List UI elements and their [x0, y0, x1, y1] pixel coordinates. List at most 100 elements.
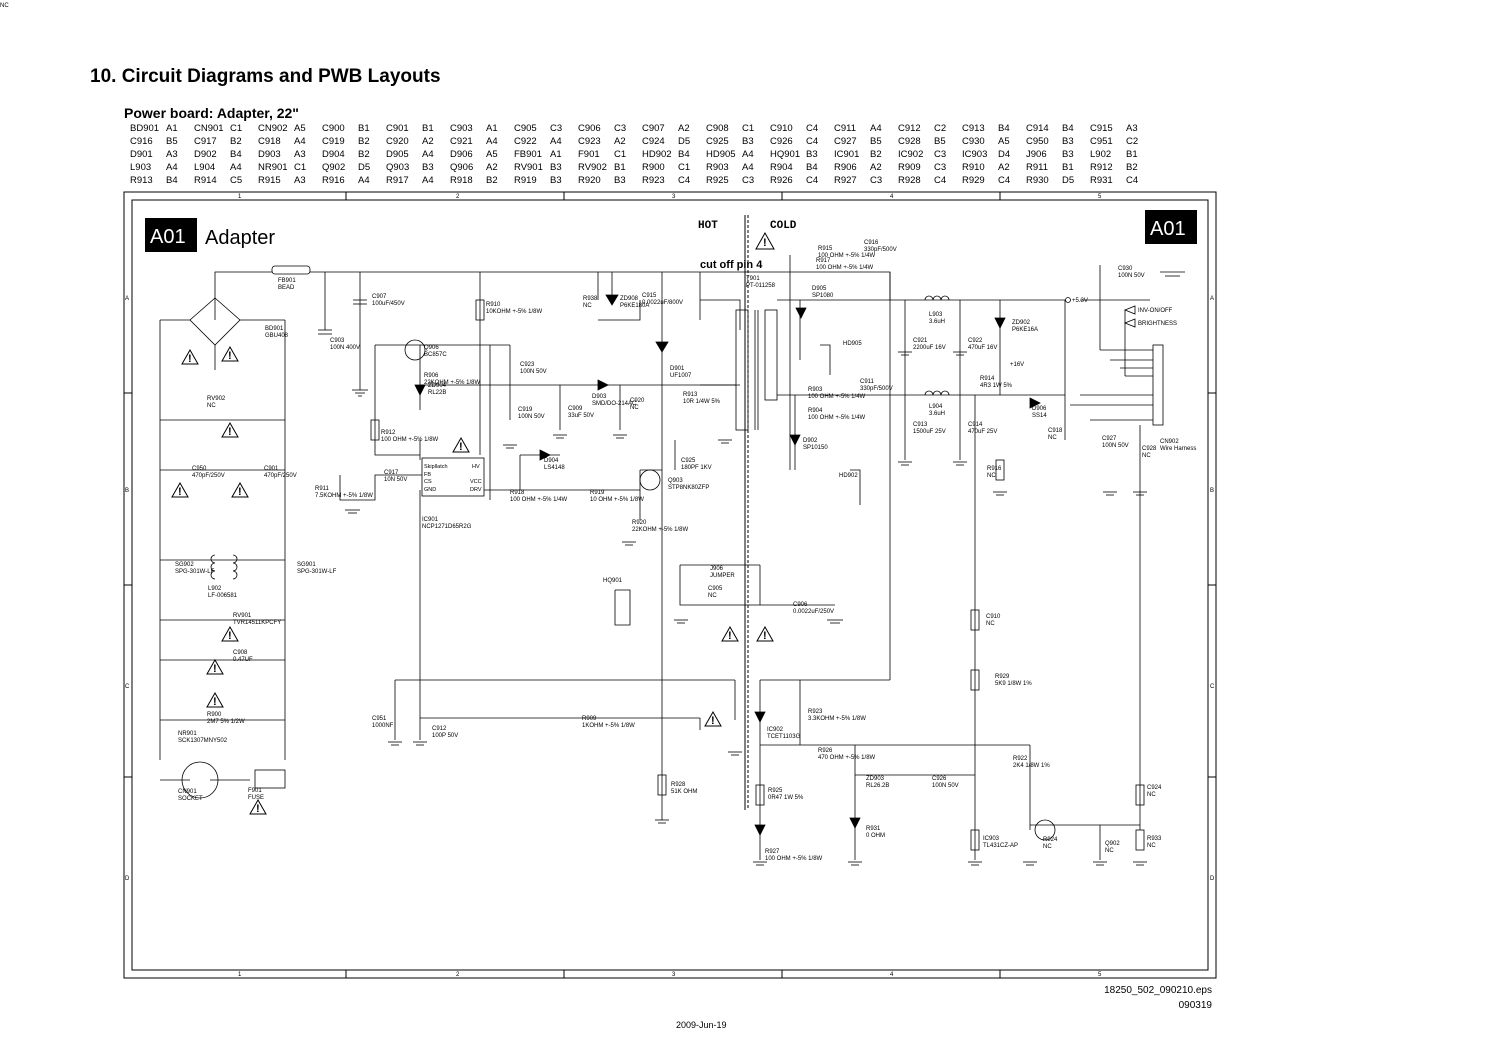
svg-text:!: !	[188, 353, 192, 365]
ref-location: B1	[422, 123, 434, 134]
component-value: 0R47 1W 5%	[768, 795, 804, 801]
component-value: 470pF/250V	[192, 473, 225, 479]
resistor-icon	[475, 299, 485, 321]
component-value: 1500uF 25V	[913, 429, 946, 435]
svg-text:!: !	[213, 663, 217, 675]
component-ref: C905	[708, 586, 723, 592]
component-ref: IC903	[983, 836, 1000, 842]
svg-text:!: !	[459, 441, 463, 453]
warning-symbols: ! ! ! ! ! ! ! ! ! ! ! ! ! !	[171, 231, 775, 815]
ref-designator: IC903	[962, 149, 988, 160]
capacitor-icon	[353, 299, 367, 305]
component-value: NC	[708, 593, 717, 599]
component-ref: R904	[808, 408, 823, 414]
ref-designator: D904	[322, 149, 345, 160]
ic901-pins: Skipllatch FB CS GND HV VCC DRV	[424, 464, 482, 493]
component-value: 330pF/500V	[864, 247, 897, 253]
component-value: SPG-301W-LF	[297, 569, 337, 575]
component-value: 100N 50V	[1102, 443, 1129, 449]
component-value: STP8NK80ZFP	[668, 485, 709, 491]
component-value: GBU408	[265, 333, 289, 339]
ref-designator: C950	[1026, 136, 1049, 147]
component-value: 4R3 1W 5%	[980, 383, 1013, 389]
ref-designator: C922	[514, 136, 537, 147]
ref-location: D5	[1062, 175, 1075, 186]
ic-pin-label: FB	[424, 472, 431, 478]
ground-icon	[848, 861, 862, 866]
ref-location: C3	[742, 175, 755, 186]
ref-location: C4	[806, 136, 819, 147]
ref-designator: CN902	[258, 123, 288, 134]
ref-location: B1	[1126, 149, 1138, 160]
ref-designator: C925	[706, 136, 729, 147]
col-number: 1	[238, 972, 242, 978]
component-ref: R915	[818, 246, 833, 252]
warning-triangle-icon: !	[221, 625, 239, 642]
component-ref: CN901	[178, 789, 197, 795]
component-ref: C950	[192, 466, 207, 472]
inductor-icon	[924, 295, 950, 301]
component-value: SCK1307MNY502	[178, 738, 228, 744]
component-ref: C910	[986, 614, 1001, 620]
component-ref: R925	[768, 788, 783, 794]
ground-icon	[1133, 491, 1147, 496]
ref-designator: FB901	[514, 149, 542, 160]
component-ref: C913	[913, 422, 928, 428]
capacitor-icon	[318, 329, 332, 335]
ref-designator: C923	[578, 136, 601, 147]
component-value: 100 OHM +-5% 1/4W	[808, 415, 866, 421]
resistor-icon	[254, 769, 286, 789]
ref-designator: C927	[834, 136, 857, 147]
ref-designator: R931	[1090, 175, 1113, 186]
ref-location: B3	[1062, 149, 1074, 160]
component-value: TVR14511KPCFY	[233, 620, 281, 626]
component-ref: C909	[568, 406, 583, 412]
component-ref: HQ901	[603, 578, 623, 584]
svg-text:!: !	[213, 696, 217, 708]
ref-designator: R916	[322, 175, 345, 186]
diode-icon	[754, 824, 766, 836]
ref-location: A4	[742, 162, 754, 173]
ref-location: B2	[358, 149, 370, 160]
component-value: 100 OHM +-5% 1/4W	[808, 394, 866, 400]
diode-icon	[849, 817, 861, 829]
ref-location: B1	[614, 162, 626, 173]
component-value: 1000NF	[372, 723, 394, 729]
ref-designator: L903	[130, 162, 152, 173]
component-ref: C927	[1102, 436, 1117, 442]
ref-location: B5	[870, 136, 882, 147]
ground-icon	[1133, 861, 1147, 866]
warning-triangle-icon: !	[231, 481, 249, 498]
ref-designator: R913	[130, 175, 153, 186]
ground-icon	[898, 461, 912, 466]
col-number: 1	[238, 194, 242, 200]
component-ref: T901	[746, 276, 760, 282]
ground-icon	[352, 389, 368, 397]
component-ref: R933	[1147, 836, 1162, 842]
row-letter: C	[125, 684, 130, 690]
ref-location: A4	[422, 175, 434, 186]
warning-triangle-icon: !	[181, 348, 199, 365]
component-value: NC	[1147, 843, 1156, 849]
component-value: 470pF/250V	[264, 473, 297, 479]
ref-designator: R914	[194, 175, 217, 186]
ref-location: B2	[486, 175, 498, 186]
ref-designator: J906	[1026, 149, 1047, 160]
row-letter: D	[1210, 876, 1215, 882]
ref-location: C4	[934, 175, 947, 186]
ref-designator: C918	[258, 136, 281, 147]
component-value: PT-011258	[746, 283, 776, 289]
diode-icon	[789, 434, 801, 446]
component-ref: C915	[642, 293, 657, 299]
ref-location: B1	[1062, 162, 1074, 173]
block-badge-right	[1145, 210, 1197, 244]
